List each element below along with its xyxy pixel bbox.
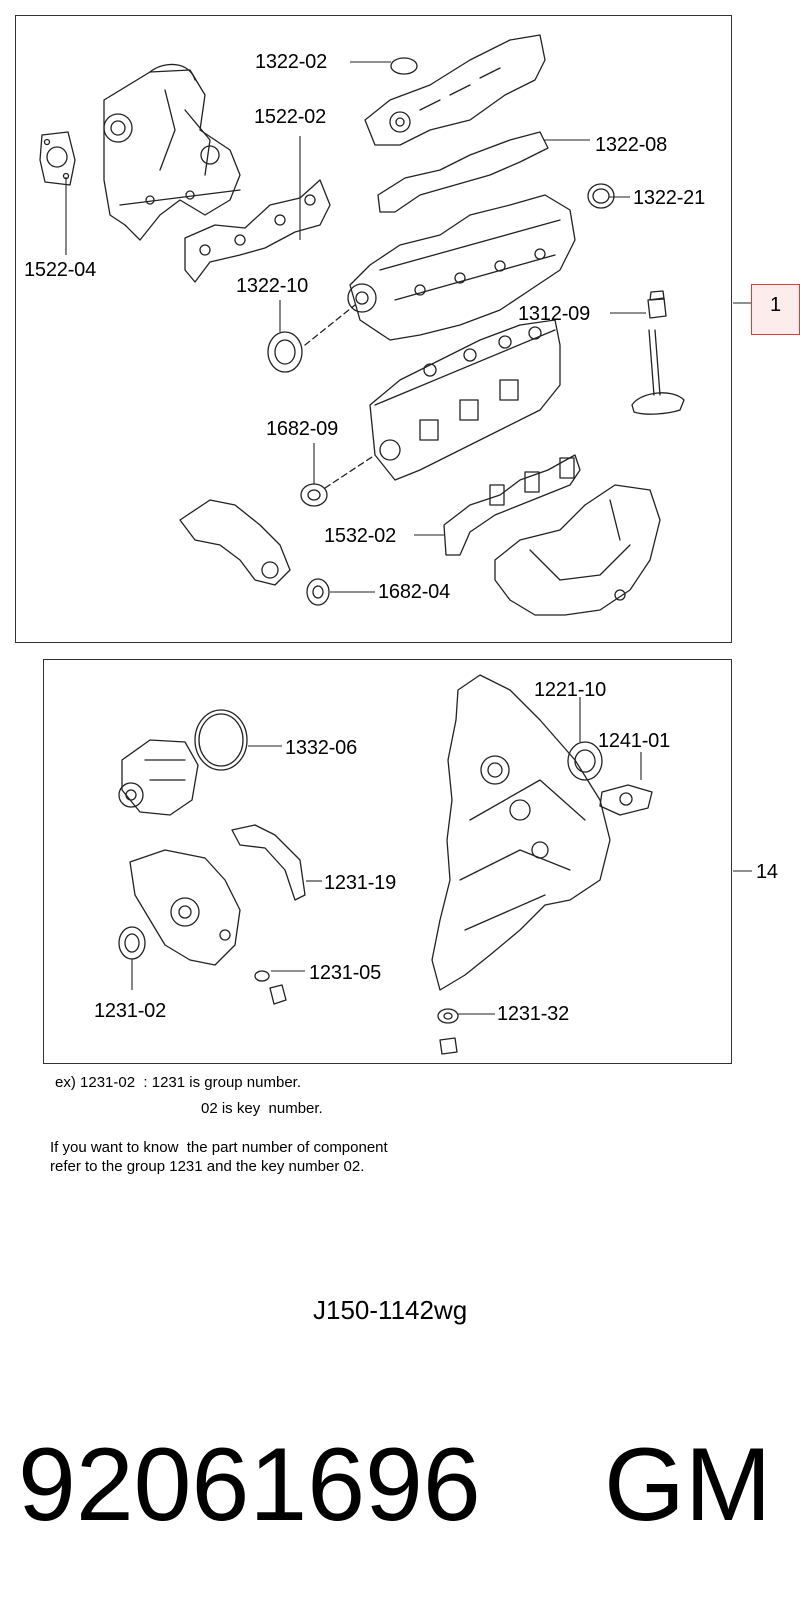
- callout-1241-01[interactable]: 1241-01: [598, 730, 670, 752]
- callout-1332-06[interactable]: 1332-06: [285, 737, 357, 759]
- callout-1231-32[interactable]: 1231-32: [497, 1003, 569, 1025]
- help-note-line2: refer to the group 1231 and the key numb…: [50, 1158, 365, 1175]
- panel-ref-1[interactable]: 1: [770, 294, 781, 316]
- flange-gasket-drawing: [39, 131, 76, 186]
- cylinder-head-drawing: [369, 319, 561, 481]
- water-pipe-drawing: [179, 499, 291, 586]
- callout-1322-08[interactable]: 1322-08: [595, 134, 667, 156]
- valve-cover-drawing: [364, 34, 546, 146]
- example-note-line2: 02 is key number.: [201, 1100, 323, 1117]
- camshaft-housing-drawing: [347, 194, 576, 341]
- callout-1322-21[interactable]: 1322-21: [633, 187, 705, 209]
- part-number: 92061696: [18, 1427, 481, 1543]
- callout-1682-04[interactable]: 1682-04: [378, 581, 450, 603]
- callout-1322-10[interactable]: 1322-10: [236, 275, 308, 297]
- intake-manifold-drawing: [103, 63, 241, 241]
- exhaust-gasket-drawing: [443, 454, 581, 556]
- callout-1522-04[interactable]: 1522-04: [24, 259, 96, 281]
- callout-1682-09[interactable]: 1682-09: [266, 418, 338, 440]
- exhaust-manifold-drawing: [494, 484, 661, 616]
- callout-1312-09[interactable]: 1312-09: [518, 303, 590, 325]
- water-pump-drawing: [118, 739, 199, 816]
- intake-gasket-drawing: [184, 179, 331, 283]
- callout-1532-02[interactable]: 1532-02: [324, 525, 396, 547]
- callout-1231-02[interactable]: 1231-02: [94, 1000, 166, 1022]
- valve-drawing: [631, 329, 685, 415]
- bottom-diagram-panel: [43, 659, 732, 1064]
- selected-ref-highlight[interactable]: [751, 284, 800, 335]
- engine-block-drawing: [431, 674, 611, 991]
- drawing-code: J150-1142wg: [313, 1295, 468, 1325]
- example-note-line1: ex) 1231-02 : 1231 is group number.: [55, 1074, 301, 1091]
- panel-ref-14[interactable]: 14: [756, 861, 778, 883]
- help-note-line1: If you want to know the part number of c…: [50, 1139, 388, 1156]
- callout-1221-10[interactable]: 1221-10: [534, 679, 606, 701]
- brand-name: GM: [604, 1427, 772, 1543]
- callout-1231-05[interactable]: 1231-05: [309, 962, 381, 984]
- oil-pump-drawing: [129, 849, 241, 966]
- callout-1522-02[interactable]: 1522-02: [254, 106, 326, 128]
- callout-1322-02[interactable]: 1322-02: [255, 51, 327, 73]
- callout-1231-19[interactable]: 1231-19: [324, 872, 396, 894]
- valve-cover-gasket-drawing: [377, 131, 549, 213]
